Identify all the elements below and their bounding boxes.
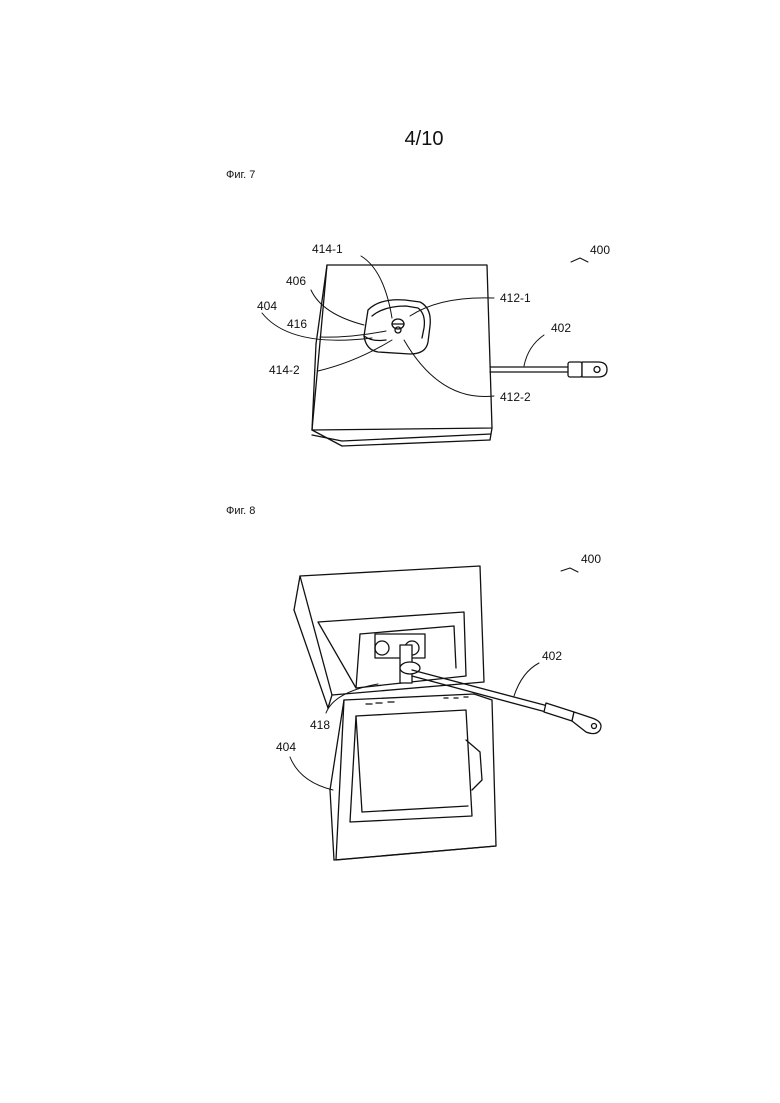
fig7-label-416: 416	[287, 317, 307, 331]
figure-7-drawing	[262, 256, 607, 446]
fig7-label-414-1: 414-1	[312, 242, 343, 256]
fig8-base	[330, 694, 496, 860]
fig7-label-406: 406	[286, 274, 306, 288]
fig7-label-400: 400	[590, 243, 610, 257]
fig7-label-412-2: 412-2	[500, 390, 531, 404]
fig8-label-418: 418	[310, 718, 330, 732]
fig7-box	[312, 265, 492, 446]
fig8-label-404: 404	[276, 740, 296, 754]
fig7-label-414-2: 414-2	[269, 363, 300, 377]
figure-8-drawing	[290, 566, 601, 860]
fig8-label-400: 400	[581, 552, 601, 566]
fig7-cable	[490, 362, 607, 377]
fig7-label-412-1: 412-1	[500, 291, 531, 305]
fig8-label-402: 402	[542, 649, 562, 663]
fig7-label-402: 402	[551, 321, 571, 335]
fig7-label-404: 404	[257, 299, 277, 313]
fig7-cavity	[364, 300, 430, 354]
fig8-lid	[294, 566, 484, 708]
